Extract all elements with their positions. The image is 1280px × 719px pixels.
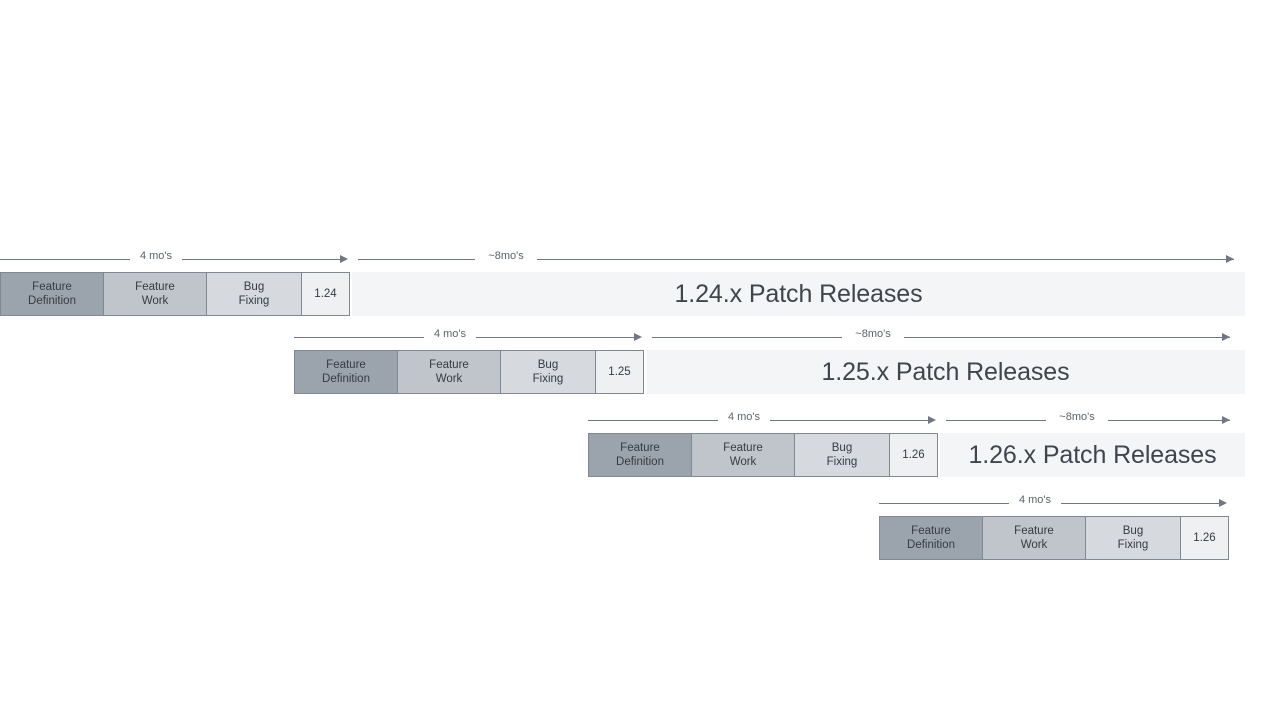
- duration-ruler-dev: 4 mo's: [294, 326, 646, 350]
- ruler-line-left: [358, 259, 475, 260]
- phase-version-release[interactable]: 1.26: [1180, 516, 1229, 560]
- ruler-line-right: [476, 337, 638, 338]
- ruler-line-right: [182, 259, 344, 260]
- duration-ruler-dev: 4 mo's: [588, 409, 940, 433]
- ruler-line-right: [537, 259, 1234, 260]
- ruler-line-left: [588, 420, 718, 421]
- ruler-label-patch: ~8mo's: [1059, 411, 1095, 423]
- ruler-label-patch: ~8mo's: [488, 250, 524, 262]
- phase-label-line1: Feature: [429, 359, 469, 371]
- ruler-label-dev: 4 mo's: [1018, 494, 1052, 506]
- ruler-label-dev: 4 mo's: [433, 328, 467, 340]
- phase-label-line1: Feature: [911, 525, 951, 537]
- phase-label-line2: Fixing: [532, 373, 564, 385]
- phase-feature-work[interactable]: Feature Work: [103, 272, 207, 316]
- ruler-line-left: [0, 259, 130, 260]
- duration-ruler-dev: 4 mo's: [879, 492, 1231, 516]
- phase-label-line1: Feature: [1014, 525, 1054, 537]
- ruler-arrowhead: [1222, 333, 1230, 341]
- patch-release-band: [646, 350, 1245, 394]
- phase-label-line2: Work: [435, 373, 463, 385]
- phase-label-line2: Fixing: [1117, 539, 1149, 551]
- ruler-arrowhead: [1219, 499, 1227, 507]
- phase-label-line2: Fixing: [826, 456, 858, 468]
- timeline-row-1-26-next: 4 mo's Feature Definition Feature Work B…: [879, 492, 1231, 570]
- phase-label-line1: Bug: [1122, 525, 1144, 537]
- phase-label-line2: Work: [141, 295, 169, 307]
- phase-version-release[interactable]: 1.25: [595, 350, 644, 394]
- phase-bug-fixing[interactable]: Bug Fixing: [206, 272, 302, 316]
- duration-ruler-patch: ~8mo's: [946, 409, 1244, 433]
- timeline-row-1-25: 4 mo's ~8mo's 1.25.x Patch Releases Feat…: [294, 326, 1250, 404]
- phase-label-line1: Bug: [537, 359, 559, 371]
- ruler-line-right: [1061, 503, 1223, 504]
- phase-label-line1: Feature: [326, 359, 366, 371]
- ruler-line-left: [879, 503, 1009, 504]
- ruler-arrowhead: [1226, 255, 1234, 263]
- version-label: 1.24: [314, 288, 337, 300]
- phase-feature-definition[interactable]: Feature Definition: [294, 350, 398, 394]
- duration-ruler-patch: ~8mo's: [358, 248, 1242, 272]
- phase-feature-work[interactable]: Feature Work: [982, 516, 1086, 560]
- phase-label-line2: Definition: [616, 456, 664, 468]
- ruler-line-left: [294, 337, 424, 338]
- phase-feature-work[interactable]: Feature Work: [397, 350, 501, 394]
- phase-feature-definition[interactable]: Feature Definition: [588, 433, 692, 477]
- phase-label-line2: Work: [1020, 539, 1048, 551]
- patch-release-label: 1.25.x Patch Releases: [821, 357, 1070, 386]
- phase-feature-definition[interactable]: Feature Definition: [879, 516, 983, 560]
- ruler-arrowhead: [340, 255, 348, 263]
- ruler-arrowhead: [634, 333, 642, 341]
- phase-label-line1: Feature: [620, 442, 660, 454]
- phase-bug-fixing[interactable]: Bug Fixing: [794, 433, 890, 477]
- ruler-line-right: [770, 420, 932, 421]
- timeline-row-1-26: 4 mo's ~8mo's 1.26.x Patch Releases Feat…: [588, 409, 1250, 487]
- duration-ruler-dev: 4 mo's: [0, 248, 352, 272]
- version-label: 1.26: [902, 449, 925, 461]
- phase-label-line2: Definition: [907, 539, 955, 551]
- ruler-line-left: [652, 337, 842, 338]
- ruler-arrowhead: [1222, 416, 1230, 424]
- phase-label-line2: Definition: [28, 295, 76, 307]
- phase-label-line2: Fixing: [238, 295, 270, 307]
- version-label: 1.25: [608, 366, 631, 378]
- duration-ruler-patch: ~8mo's: [652, 326, 1244, 350]
- phase-label-line1: Bug: [243, 281, 265, 293]
- phase-version-release[interactable]: 1.24: [301, 272, 350, 316]
- phase-group: Feature Definition Feature Work Bug Fixi…: [879, 516, 1229, 560]
- phase-group: Feature Definition Feature Work Bug Fixi…: [588, 433, 938, 477]
- phase-feature-definition[interactable]: Feature Definition: [0, 272, 104, 316]
- phase-label-line1: Feature: [135, 281, 175, 293]
- ruler-line-left: [946, 420, 1046, 421]
- ruler-line-right: [1108, 420, 1230, 421]
- phase-label-line2: Work: [729, 456, 757, 468]
- phase-group: Feature Definition Feature Work Bug Fixi…: [0, 272, 350, 316]
- phase-version-release[interactable]: 1.26: [889, 433, 938, 477]
- phase-label-line2: Definition: [322, 373, 370, 385]
- patch-release-band: [352, 272, 1245, 316]
- phase-bug-fixing[interactable]: Bug Fixing: [1085, 516, 1181, 560]
- ruler-line-right: [904, 337, 1230, 338]
- phase-label-line1: Bug: [831, 442, 853, 454]
- phase-bug-fixing[interactable]: Bug Fixing: [500, 350, 596, 394]
- ruler-label-dev: 4 mo's: [727, 411, 761, 423]
- patch-release-band: [940, 433, 1245, 477]
- patch-release-label: 1.24.x Patch Releases: [674, 279, 923, 308]
- version-label: 1.26: [1193, 532, 1216, 544]
- phase-label-line1: Feature: [32, 281, 72, 293]
- patch-release-label: 1.26.x Patch Releases: [968, 440, 1217, 469]
- phase-label-line1: Feature: [723, 442, 763, 454]
- phase-feature-work[interactable]: Feature Work: [691, 433, 795, 477]
- phase-group: Feature Definition Feature Work Bug Fixi…: [294, 350, 644, 394]
- ruler-label-dev: 4 mo's: [139, 250, 173, 262]
- timeline-row-1-24: 4 mo's ~8mo's 1.24.x Patch Releases Feat…: [0, 248, 1250, 326]
- ruler-label-patch: ~8mo's: [855, 328, 891, 340]
- ruler-arrowhead: [928, 416, 936, 424]
